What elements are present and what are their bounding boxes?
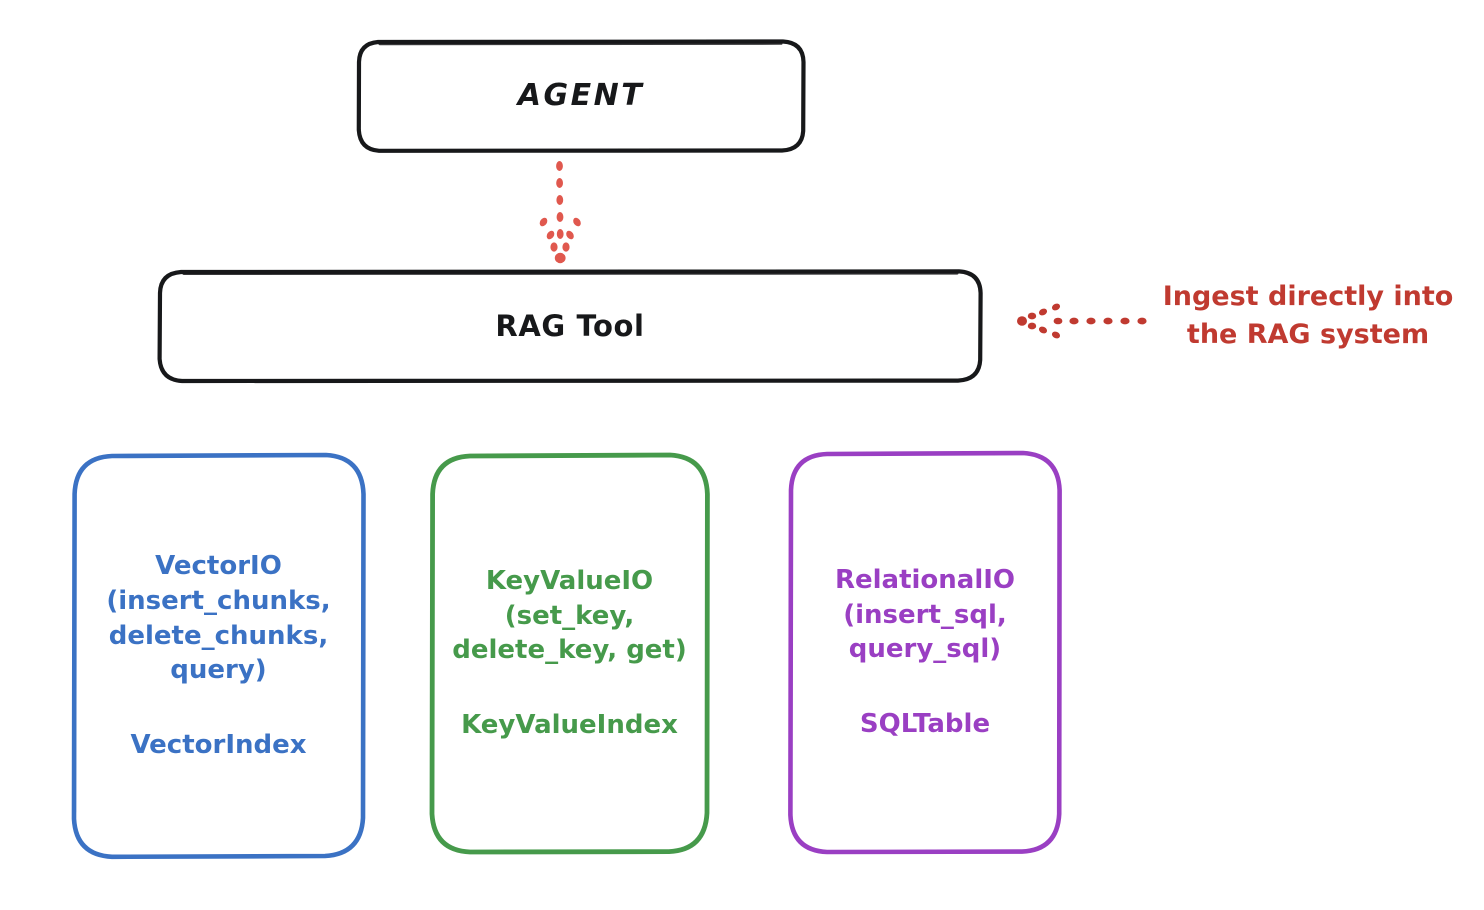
key-value-io-label: KeyValueIO (set_key, delete_key, get) Ke…	[452, 530, 687, 778]
vector-io-index-text: VectorIndex	[130, 730, 307, 761]
arrowhead-down	[539, 217, 581, 264]
node-rag-tool[interactable]: RAG Tool	[157, 269, 983, 384]
annotation-ingest-note: Ingest directly into the RAG system	[1162, 281, 1454, 351]
dotted-shaft	[1053, 317, 1147, 325]
node-agent[interactable]: AGENT	[356, 39, 806, 153]
key-value-io-api-text: KeyValueIO (set_key, delete_key, get)	[452, 566, 687, 666]
node-relational-io[interactable]: RelationalIO (insert_sql, query_sql) SQL…	[787, 450, 1063, 855]
vector-io-api-text: VectorIO (insert_chunks, delete_chunks, …	[106, 551, 331, 686]
edge-agent-to-rag-tool	[539, 161, 581, 264]
agent-label: AGENT	[517, 77, 645, 113]
relational-io-api-text: RelationalIO (insert_sql, query_sql)	[834, 565, 1016, 665]
node-vector-io[interactable]: VectorIO (insert_chunks, delete_chunks, …	[70, 452, 367, 860]
relational-io-label: RelationalIO (insert_sql, query_sql) SQL…	[835, 529, 1015, 777]
edge-ingest-into-rag	[1017, 303, 1147, 339]
key-value-io-index-text: KeyValueIndex	[461, 710, 678, 741]
dotted-shaft	[556, 161, 564, 239]
vector-io-label: VectorIO (insert_chunks, delete_chunks, …	[106, 515, 330, 797]
relational-io-index-text: SQLTable	[859, 709, 991, 740]
arrowhead-left	[1017, 303, 1061, 339]
rag-tool-label: RAG Tool	[495, 308, 645, 343]
node-key-value-io[interactable]: KeyValueIO (set_key, delete_key, get) Ke…	[428, 452, 711, 855]
